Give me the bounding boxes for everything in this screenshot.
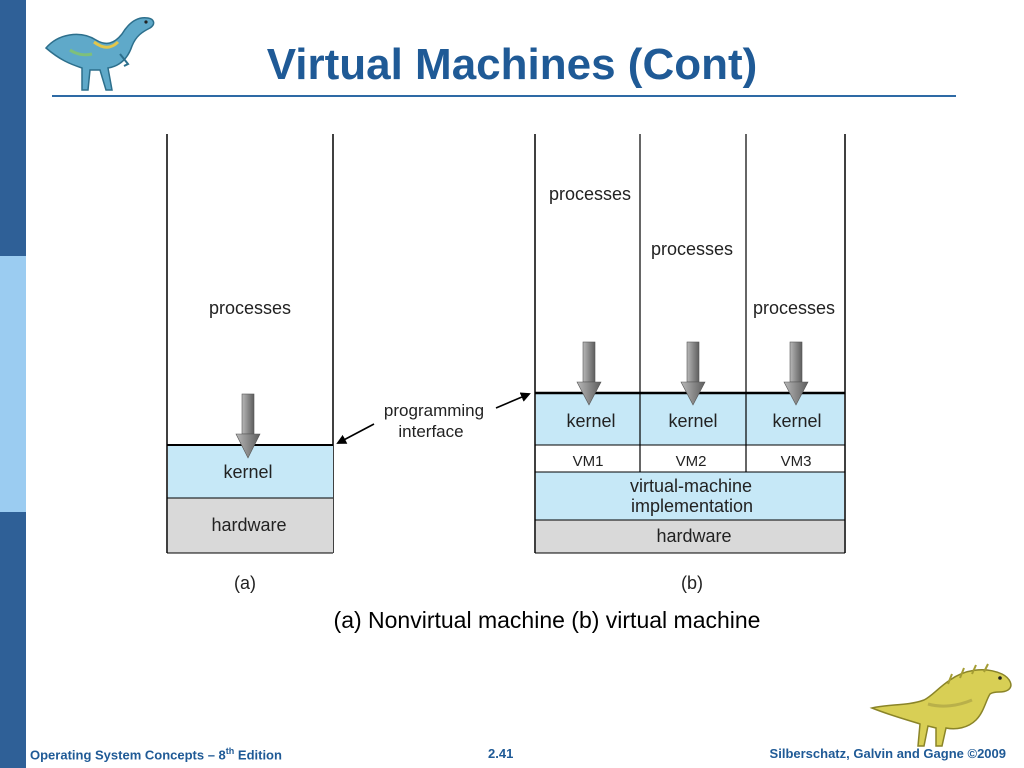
processes-label-vm3: processes xyxy=(753,298,835,318)
footer-title-suffix: Edition xyxy=(234,747,282,763)
vm2-label: VM2 xyxy=(676,453,707,470)
down-arrow-icon xyxy=(680,341,706,406)
programming-interface-callout: programming interface xyxy=(336,392,531,444)
diagram-a-label: (a) xyxy=(234,573,256,593)
footer-title-sup: th xyxy=(225,746,235,756)
diagram-b-label: (b) xyxy=(681,573,703,593)
vm1-label: VM1 xyxy=(573,453,604,470)
side-bar-top xyxy=(0,0,26,256)
diagram-a: processes kernel hardware (a) xyxy=(166,134,334,593)
processes-label-a: processes xyxy=(209,298,291,318)
processes-label-vm1: processes xyxy=(549,184,631,204)
slide-title: Virtual Machines (Cont) xyxy=(266,40,758,89)
down-arrow-icon xyxy=(576,341,602,406)
title-underline xyxy=(52,95,956,97)
footer-title-prefix: Operating System Concepts – 8 xyxy=(30,747,226,763)
vm-impl-box xyxy=(536,472,844,520)
side-bar-bottom xyxy=(0,512,26,768)
diagram-b: processes processes processes kernel ker… xyxy=(534,134,846,593)
pointer-arrow-right xyxy=(495,392,531,409)
dinosaur-bottom-icon xyxy=(869,663,1012,747)
kernel-box-a xyxy=(168,445,333,498)
kernel-label-vm1: kernel xyxy=(566,411,615,431)
vm3-label: VM3 xyxy=(781,453,812,470)
side-bar-middle xyxy=(0,256,26,512)
pointer-arrow-left xyxy=(336,423,375,444)
kernel-label-vm3: kernel xyxy=(772,411,821,431)
hardware-box-b xyxy=(536,520,844,553)
dinosaur-top-icon xyxy=(44,16,155,91)
interface-label-line2: interface xyxy=(398,422,463,441)
hardware-label-b: hardware xyxy=(656,526,731,546)
vm-diagram: processes kernel hardware (a) programmin… xyxy=(166,134,846,593)
vm-impl-label-line2: implementation xyxy=(631,496,753,516)
down-arrow-icon xyxy=(783,341,809,406)
footer-copyright: Silberschatz, Galvin and Gagne ©2009 xyxy=(769,746,1006,761)
down-arrow-icon xyxy=(235,393,261,459)
processes-label-vm2: processes xyxy=(651,239,733,259)
interface-label-line1: programming xyxy=(384,401,484,420)
hardware-label-a: hardware xyxy=(211,515,286,535)
kernel-label-a: kernel xyxy=(223,462,272,482)
figure-caption: (a) Nonvirtual machine (b) virtual machi… xyxy=(333,607,761,633)
footer-page-number: 2.41 xyxy=(488,746,514,761)
vm-impl-label-line1: virtual-machine xyxy=(630,476,752,496)
kernel-label-vm2: kernel xyxy=(668,411,717,431)
hardware-box-a xyxy=(168,498,333,553)
footer-book-title: Operating System Concepts – 8th Edition xyxy=(30,746,282,762)
